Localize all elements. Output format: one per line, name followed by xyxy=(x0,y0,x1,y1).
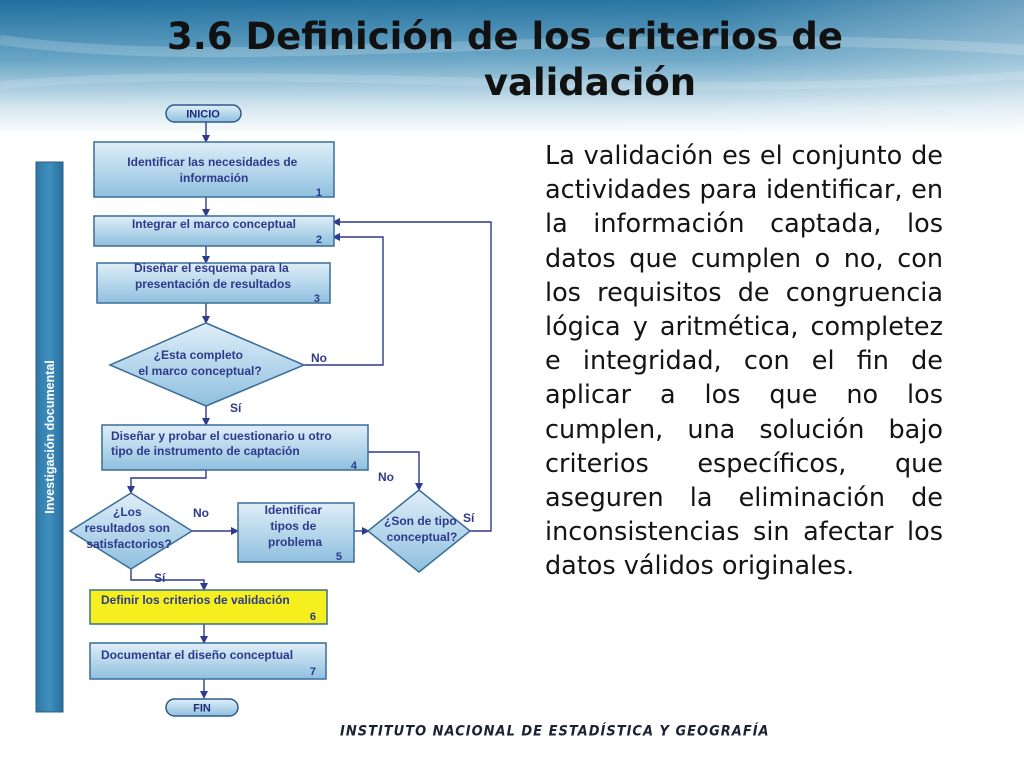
side-bar-label: Investigación documental xyxy=(43,360,57,514)
step-2-box: Integrar el marco conceptual 2 xyxy=(93,215,335,247)
decision-1-diamond: ¿Esta completo el marco conceptual? xyxy=(108,322,306,407)
svg-text:INICIO: INICIO xyxy=(186,109,220,121)
end-terminal: FIN xyxy=(165,698,239,717)
svg-text:FIN: FIN xyxy=(193,703,211,715)
start-terminal: INICIO xyxy=(165,104,242,123)
step-6-label: Definir los criterios de validación xyxy=(101,593,290,607)
step-7-label: Documentar el diseño conceptual xyxy=(101,648,293,662)
arrow-decision3-yes-loop xyxy=(332,218,492,532)
step-2-number: 2 xyxy=(316,234,322,246)
decision-2-label: ¿Los resultados son satisfactorios? xyxy=(85,505,174,551)
step-6-number: 6 xyxy=(310,611,316,623)
decision-2-diamond: ¿Los resultados son satisfactorios? xyxy=(68,492,194,570)
arrow-step4-no-to-decision3 xyxy=(368,451,423,491)
step-3-number: 3 xyxy=(314,293,320,305)
step-1-label: Identificar las necesidades de informaci… xyxy=(127,155,300,185)
step-4-box: Diseñar y probar el cuestionario u otro … xyxy=(101,424,369,472)
step-7-number: 7 xyxy=(310,666,316,678)
institution-footer: INSTITUTO NACIONAL DE ESTADÍSTICA Y GEOG… xyxy=(340,723,770,740)
step-7-box: Documentar el diseño conceptual 7 xyxy=(89,642,327,680)
step-3-box: Diseñar el esquema para la presentación … xyxy=(96,261,331,305)
slide-title: 3.6 Definición de los criterios de valid… xyxy=(60,14,950,106)
slide-body-text: La validación es el conjunto de activida… xyxy=(545,141,943,582)
slide-title-line-1: 3.6 Definición de los criterios de xyxy=(167,15,843,58)
arrow-decision2-yes-to-step6 xyxy=(130,569,208,591)
step-2-label: Integrar el marco conceptual xyxy=(132,217,296,231)
step-1-number: 1 xyxy=(316,187,322,199)
slide-title-line-2: validación xyxy=(483,61,697,104)
step-5-label: Identificar tipos de problema xyxy=(265,503,326,549)
step-4-number: 4 xyxy=(351,460,358,472)
decision-3-diamond: ¿Son de tipo conceptual? xyxy=(366,489,472,573)
step-5-number: 5 xyxy=(336,551,342,563)
decision-1-label: ¿Esta completo el marco conceptual? xyxy=(138,348,261,378)
decision-1-no-label: No xyxy=(311,351,327,365)
side-bar-investigacion xyxy=(35,161,64,713)
decision-3-no-label: No xyxy=(378,470,394,484)
decision-3-yes-label: Sí xyxy=(463,511,475,525)
step-4-label: Diseñar y probar el cuestionario u otro … xyxy=(111,429,335,458)
step-3-label: Diseñar el esquema para la presentación … xyxy=(134,261,292,291)
decision-2-no-label: No xyxy=(193,506,209,520)
step-1-box: Identificar las necesidades de informaci… xyxy=(93,141,335,199)
arrow-decision1-no-loop xyxy=(304,233,384,366)
decision-1-yes-label: Sí xyxy=(230,401,242,415)
step-5-box: Identificar tipos de problema 5 xyxy=(237,502,355,563)
decision-2-yes-label: Sí xyxy=(154,571,166,585)
decision-3-label: ¿Son de tipo conceptual? xyxy=(384,514,460,544)
arrow-step4-to-decision2 xyxy=(127,470,207,494)
step-6-box-highlighted: Definir los criterios de validación 6 xyxy=(89,589,328,625)
